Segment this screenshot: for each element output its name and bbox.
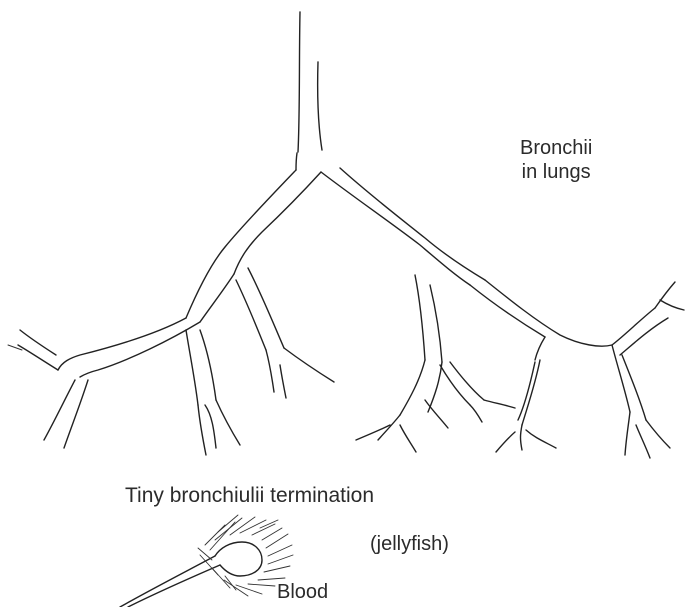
blood-label: Blood <box>277 580 328 604</box>
bronchii-label: Bronchii in lungs <box>520 136 592 184</box>
left-main-bronchus <box>8 170 334 455</box>
right-main-bronchus <box>321 168 684 458</box>
bronchii-label-line1: Bronchii <box>520 136 592 160</box>
bronchii-label-line2: in lungs <box>520 160 592 184</box>
trachea <box>296 12 322 170</box>
termination-label: Tiny bronchiulii termination <box>125 484 374 508</box>
termination-sketch <box>120 515 293 607</box>
jellyfish-label: (jellyfish) <box>370 532 449 556</box>
